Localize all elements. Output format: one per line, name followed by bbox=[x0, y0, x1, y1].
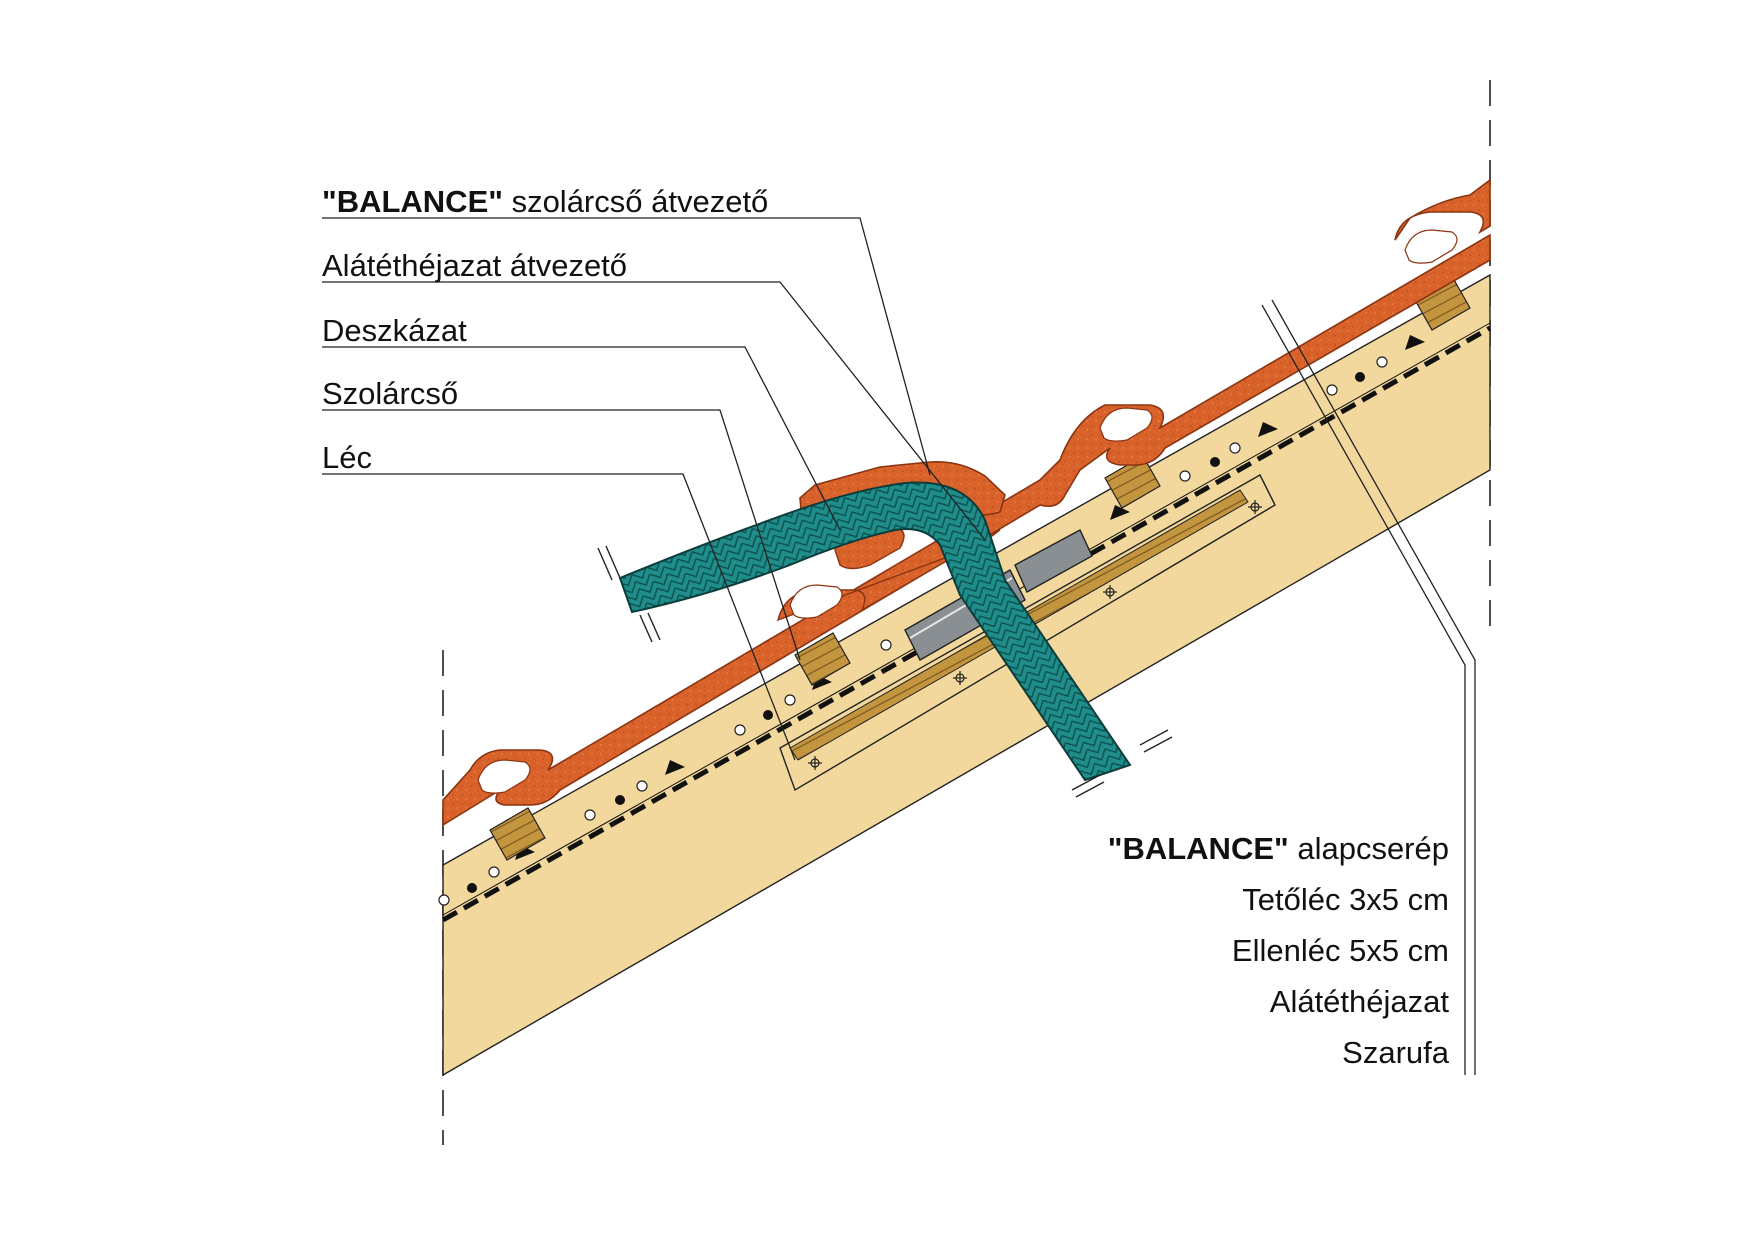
nail-markers bbox=[808, 500, 1262, 770]
label-rafter: Szarufa bbox=[1342, 1035, 1449, 1070]
solar-pipe bbox=[618, 481, 1132, 782]
label-counter-batten: Ellenléc 5x5 cm bbox=[1231, 933, 1449, 968]
label-roof-batten: Tetőléc 3x5 cm bbox=[1242, 882, 1449, 917]
label-underlay-pass-through: Alátéthéjazat átvezető bbox=[322, 248, 628, 283]
break-marks bbox=[597, 545, 1173, 798]
label-batten: Léc bbox=[322, 440, 372, 475]
label-solar-pipe-pass-through: "BALANCE" szolárcső átvezető bbox=[322, 184, 769, 219]
counter-batten-area bbox=[779, 474, 1276, 792]
leader-lines-right bbox=[1261, 299, 1476, 1075]
roof-battens bbox=[489, 277, 1471, 861]
label-solar-pipe: Szolárcső bbox=[322, 376, 459, 411]
leader-lines-left bbox=[322, 217, 986, 761]
label-underlay: Alátéthéjazat bbox=[1269, 984, 1449, 1019]
label-boarding: Deszkázat bbox=[322, 313, 467, 348]
label-base-tile: "BALANCE" alapcserép bbox=[1107, 831, 1449, 866]
